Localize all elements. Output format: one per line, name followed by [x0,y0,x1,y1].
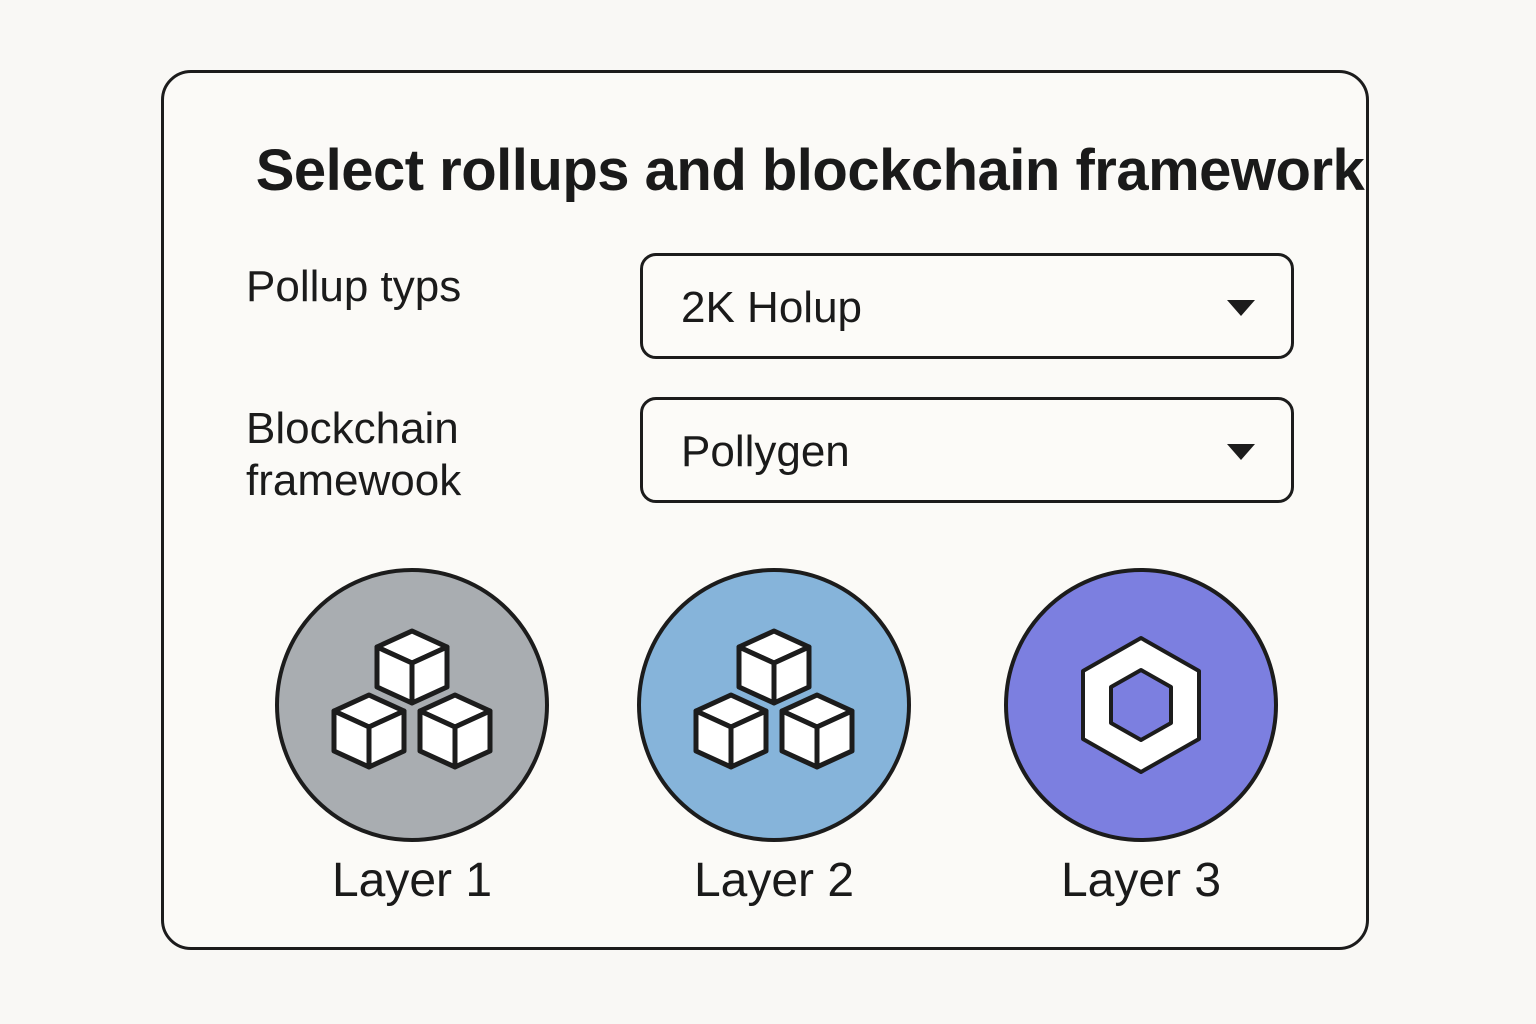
layer-1-circle [275,568,549,842]
framework-value: Pollygen [681,427,850,476]
hexagon-icon [1081,636,1201,774]
cubes-icon [331,628,493,770]
cubes-icon [693,628,855,770]
dialog-title: Select rollups and blockchain framework [255,138,1365,203]
layer-1-label: Layer 1 [331,854,493,907]
selection-dialog: Select rollups and blockchain framework … [161,70,1369,950]
layer-3-label: Layer 3 [1060,854,1222,907]
framework-label: Blockchain framewook [246,404,462,505]
layer-1-option[interactable]: Layer 1 [267,568,557,910]
rollup-type-value: 2K Holup [681,283,863,332]
layer-2-option[interactable]: Layer 2 [629,568,919,910]
chevron-down-icon [1227,300,1255,316]
framework-select[interactable]: Pollygen [640,397,1294,503]
rollup-type-select[interactable]: 2K Holup [640,253,1294,359]
layer-2-circle [637,568,911,842]
layer-3-circle [1004,568,1278,842]
layer-2-label: Layer 2 [693,854,855,907]
chevron-down-icon [1227,444,1255,460]
rollup-type-label: Pollup typs [246,262,462,311]
layer-3-option[interactable]: Layer 3 [996,568,1286,910]
